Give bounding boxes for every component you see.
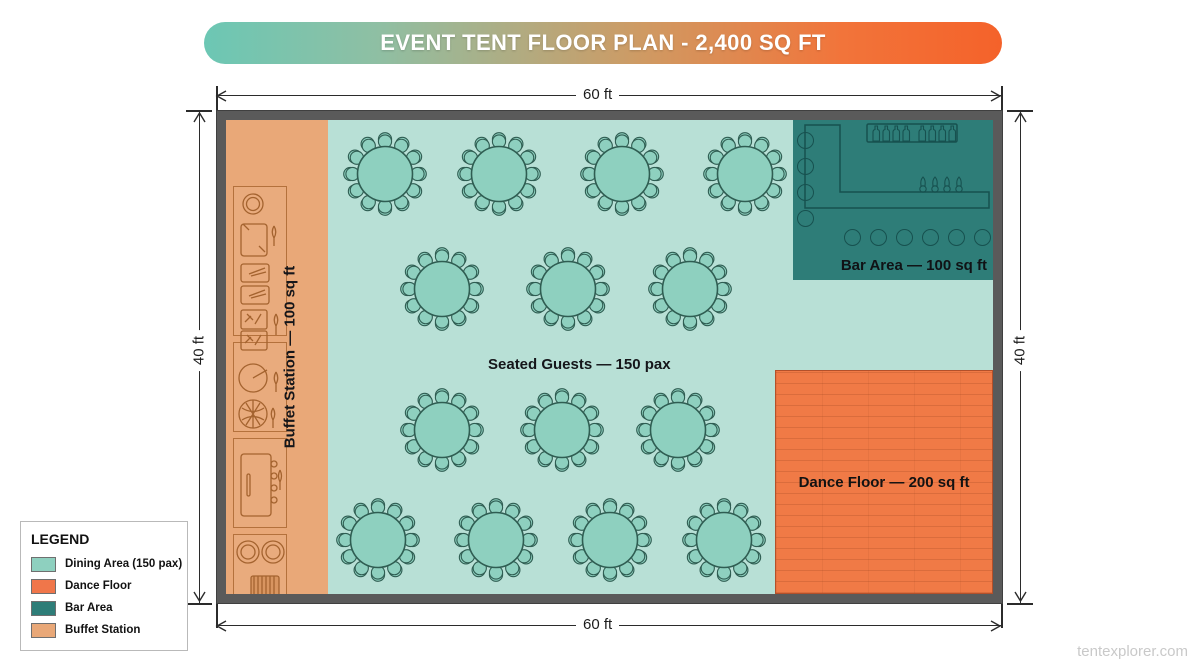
dining-table-graphic (400, 388, 484, 472)
page-title: EVENT TENT FLOOR PLAN - 2,400 SQ FT (380, 30, 826, 55)
dining-table[interactable] (451, 126, 547, 222)
zone-dance-floor[interactable]: Dance Floor — 200 sq ft (775, 370, 993, 594)
dining-table[interactable] (337, 126, 433, 222)
tent-floor-plan: Buffet Station — 100 sq ft (216, 110, 1003, 604)
legend-swatch-buffet (31, 622, 56, 638)
dining-table-graphic (636, 388, 720, 472)
dim-tick-top-right (1001, 86, 1003, 110)
bar-stool (797, 184, 814, 201)
dim-tick-top-left (216, 86, 218, 110)
bar-stool (896, 229, 913, 246)
arrow-down-right-icon (1014, 591, 1027, 603)
legend-item-buffet: Buffet Station (31, 619, 177, 641)
dim-label-top: 60 ft (576, 86, 620, 103)
dining-table[interactable] (697, 126, 793, 222)
dining-table-graphic (568, 498, 652, 582)
dim-tick-bottom-right (1001, 604, 1003, 628)
dining-table[interactable] (448, 492, 544, 588)
dim-tick-bottom-left (216, 604, 218, 628)
bar-stool (922, 229, 939, 246)
legend-label-buffet: Buffet Station (65, 624, 141, 636)
dance-floor-label: Dance Floor — 200 sq ft (798, 473, 970, 491)
dining-table-graphic (400, 247, 484, 331)
dining-table[interactable] (520, 241, 616, 337)
legend-swatch-dining (31, 556, 56, 572)
title-banner: EVENT TENT FLOOR PLAN - 2,400 SQ FT (204, 22, 1002, 64)
arrow-down-left-icon (193, 591, 206, 603)
legend-item-bar: Bar Area (31, 597, 177, 619)
bar-stool (974, 229, 991, 246)
tent-interior: Buffet Station — 100 sq ft (226, 120, 993, 594)
legend-label-bar: Bar Area (65, 602, 113, 614)
arrow-up-left-icon (193, 111, 206, 123)
dining-table[interactable] (394, 241, 490, 337)
arrow-right-bottom-icon (990, 620, 1002, 632)
dim-label-right: 40 ft (1008, 329, 1032, 372)
bar-fixtures (804, 123, 990, 209)
legend-swatch-bar (31, 600, 56, 616)
dining-table[interactable] (676, 492, 772, 588)
legend-title: LEGEND (31, 531, 90, 547)
dim-label-bottom: 60 ft (576, 616, 620, 633)
dining-table[interactable] (642, 241, 738, 337)
buffet-zone-label: Buffet Station — 100 sq ft (281, 265, 299, 449)
legend-item-dance-floor: Dance Floor (31, 575, 177, 597)
arrow-left-top-icon (215, 90, 227, 102)
arrow-left-bottom-icon (215, 620, 227, 632)
dining-table-graphic (648, 247, 732, 331)
dining-table[interactable] (514, 382, 610, 478)
bar-stool (870, 229, 887, 246)
bar-stool (797, 210, 814, 227)
watermark: tentexplorer.com (1077, 643, 1188, 660)
buffet-unit-3 (233, 438, 287, 528)
dining-table[interactable] (562, 492, 658, 588)
dining-table[interactable] (330, 492, 426, 588)
bar-stool (948, 229, 965, 246)
zone-buffet-station[interactable]: Buffet Station — 100 sq ft (226, 120, 328, 594)
dining-table[interactable] (574, 126, 670, 222)
bar-stool (797, 132, 814, 149)
dining-table-graphic (454, 498, 538, 582)
dining-table-graphic (703, 132, 787, 216)
dining-table-graphic (682, 498, 766, 582)
dining-table-graphic (343, 132, 427, 216)
dining-zone-label: Seated Guests — 150 pax (488, 356, 671, 373)
dining-table-graphic (336, 498, 420, 582)
dining-table-graphic (580, 132, 664, 216)
arrow-right-top-icon (990, 90, 1002, 102)
buffet-equipment-icons (236, 193, 285, 594)
dining-table[interactable] (394, 382, 490, 478)
bar-stool (844, 229, 861, 246)
dining-table-graphic (457, 132, 541, 216)
dining-table-graphic (526, 247, 610, 331)
legend-swatch-dance-floor (31, 578, 56, 594)
arrow-up-right-icon (1014, 111, 1027, 123)
dining-table[interactable] (630, 382, 726, 478)
bar-stool (797, 158, 814, 175)
legend-label-dance-floor: Dance Floor (65, 580, 132, 592)
dining-table-graphic (520, 388, 604, 472)
dim-label-left: 40 ft (187, 329, 211, 372)
legend-item-dining: Dining Area (150 pax) (31, 553, 182, 575)
legend-label-dining: Dining Area (150 pax) (65, 558, 183, 570)
bar-zone-label: Bar Area — 100 sq ft (840, 257, 987, 274)
buffet-unit-2 (233, 342, 287, 432)
zone-bar-area[interactable]: Bar Area — 100 sq ft (793, 120, 993, 280)
legend: LEGEND Dining Area (150 pax) Dance Floor… (20, 521, 188, 651)
